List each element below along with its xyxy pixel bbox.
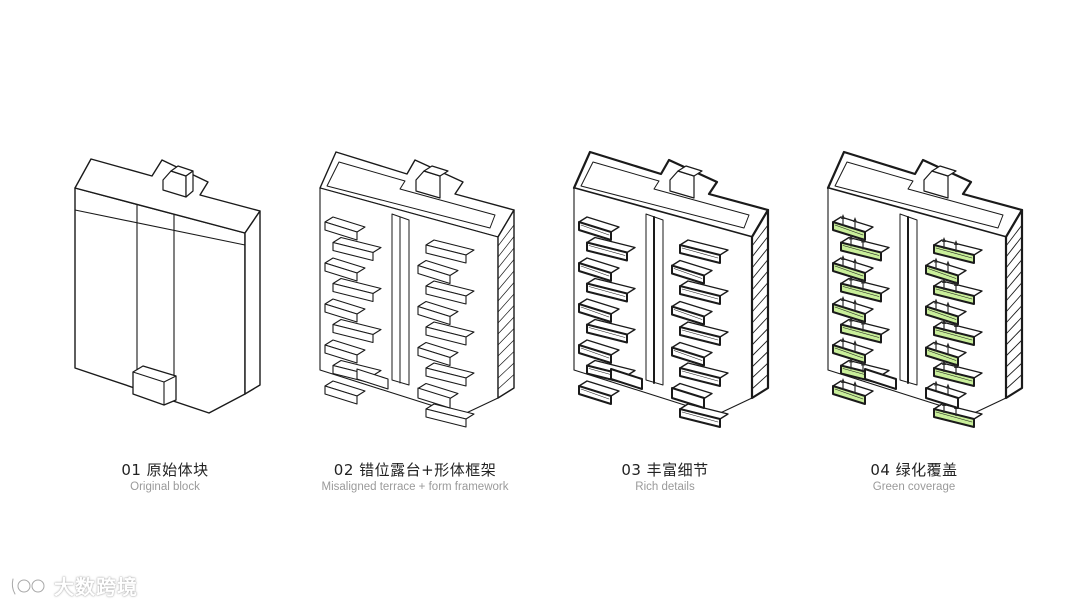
watermark: 大数跨境 — [8, 571, 138, 600]
watermark-text: 大数跨境 — [54, 571, 138, 600]
stage-caption-2: 02 错位露台+形体框架 Misaligned terrace + form f… — [295, 460, 535, 493]
stage-caption-1: 01 原始体块 Original block — [45, 460, 285, 493]
stage-title: 02 错位露台+形体框架 — [295, 460, 535, 480]
building-green-coverage — [828, 152, 1022, 427]
stage-subtitle: Green coverage — [794, 481, 1034, 493]
building-original-block — [75, 159, 260, 413]
stage-title: 01 原始体块 — [45, 460, 285, 480]
stage-title: 04 绿化覆盖 — [794, 460, 1034, 480]
brand-logo-icon — [8, 573, 50, 599]
stage-title: 03 丰富细节 — [545, 460, 785, 480]
stage-caption-3: 03 丰富细节 Rich details — [545, 460, 785, 493]
stage-subtitle: Rich details — [545, 481, 785, 493]
building-rich-details — [574, 152, 768, 427]
stage-subtitle: Misaligned terrace + form framework — [295, 481, 535, 493]
stage-caption-4: 04 绿化覆盖 Green coverage — [794, 460, 1034, 493]
stage-subtitle: Original block — [45, 481, 285, 493]
building-misaligned-terrace — [320, 152, 514, 427]
